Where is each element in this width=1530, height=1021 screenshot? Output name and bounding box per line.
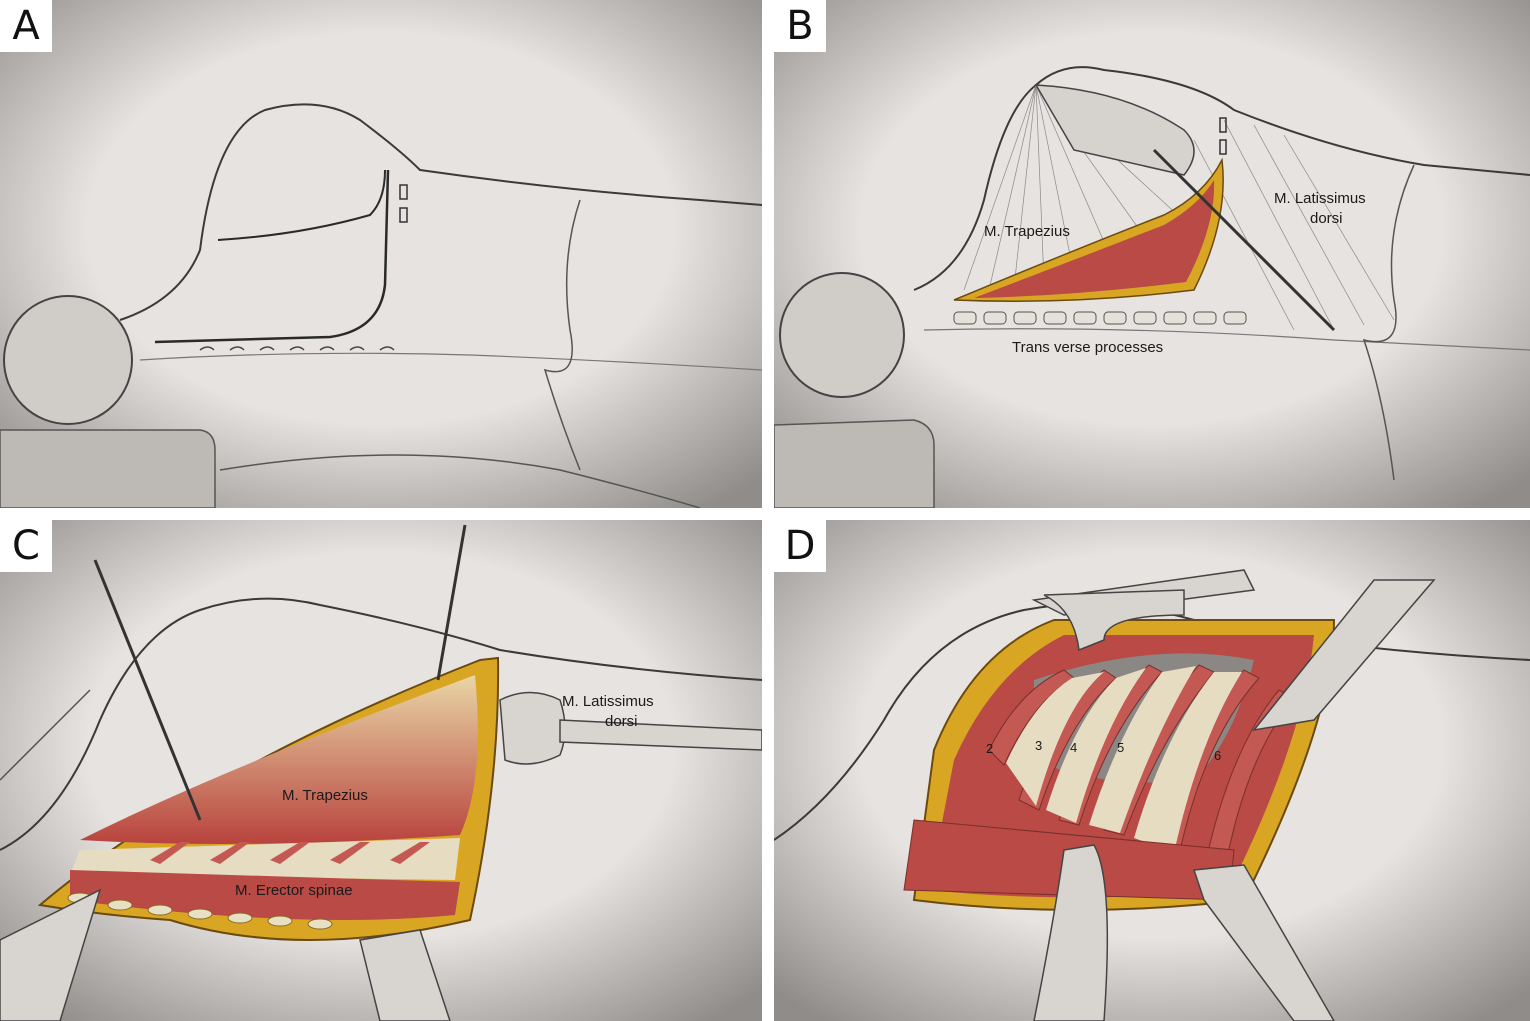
panel-b-letter: B [774, 0, 826, 52]
rib-number-2: 2 [986, 741, 993, 756]
panel-d-drawing: 2 3 4 5 6 [774, 520, 1530, 1021]
rib-number-6: 6 [1214, 748, 1221, 763]
label-latissimus-b-1: M. Latissimus [1274, 190, 1366, 207]
label-transverse-processes: Trans verse processes [1012, 339, 1163, 356]
panel-d-letter: D [774, 520, 826, 572]
label-trapezius-c: M. Trapezius [282, 787, 368, 804]
panel-b-drawing: M. Latissimus dorsi M. Trapezius Trans v… [774, 0, 1530, 508]
label-latissimus-c-2: dorsi [605, 713, 638, 730]
label-latissimus-b-2: dorsi [1310, 210, 1343, 227]
label-trapezius-b: M. Trapezius [984, 223, 1070, 240]
rib-number-4: 4 [1070, 740, 1077, 755]
panel-a: A [0, 0, 762, 508]
panel-a-letter: A [0, 0, 52, 52]
panel-d: 2 3 4 5 6 D [774, 520, 1530, 1021]
panel-c-letter: C [0, 520, 52, 572]
label-erector-spinae: M. Erector spinae [235, 882, 353, 899]
rib-number-3: 3 [1035, 738, 1042, 753]
panel-c-drawing: M. Latissimus dorsi M. Trapezius M. Erec… [0, 520, 762, 1021]
rib-number-5: 5 [1117, 740, 1124, 755]
panel-a-drawing [0, 0, 762, 508]
panel-b: M. Latissimus dorsi M. Trapezius Trans v… [774, 0, 1530, 508]
panel-c: M. Latissimus dorsi M. Trapezius M. Erec… [0, 520, 762, 1021]
label-latissimus-c-1: M. Latissimus [562, 693, 654, 710]
